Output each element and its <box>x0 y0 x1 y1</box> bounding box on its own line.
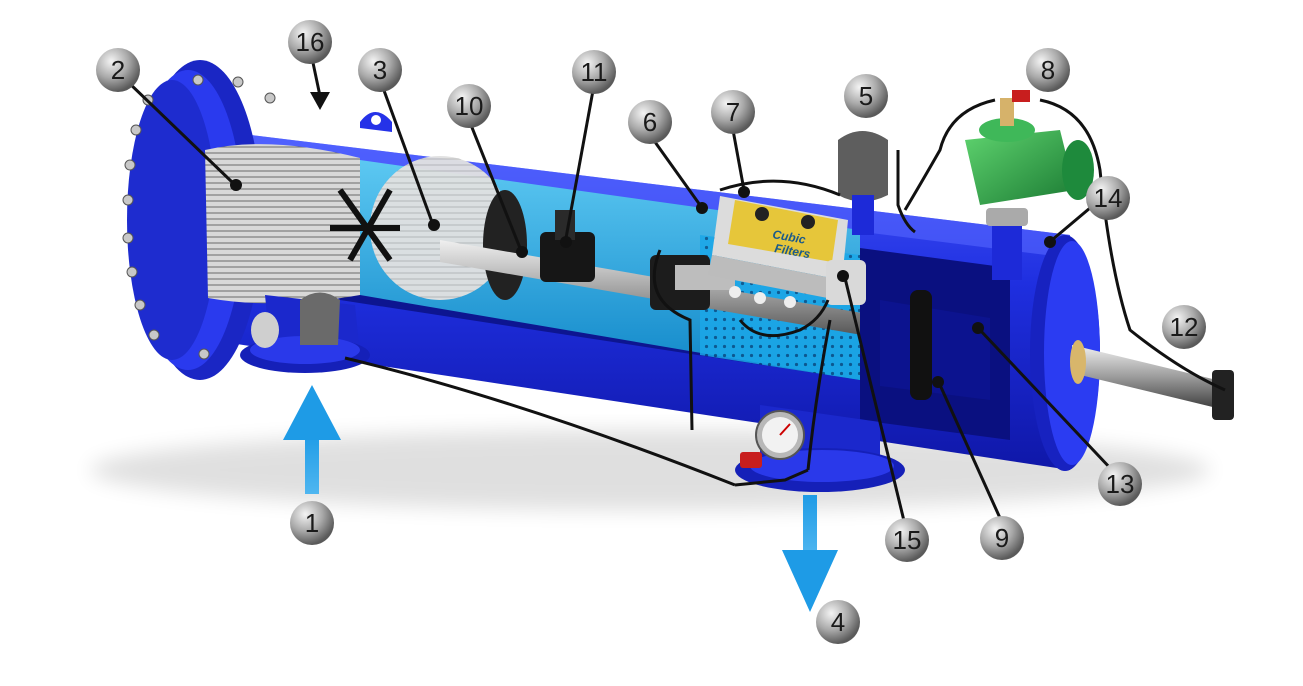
exhaust-valve <box>910 290 932 400</box>
outlet-flow-arrow <box>782 495 838 612</box>
callout-2: 2 <box>96 48 140 92</box>
callout-5: 5 <box>844 74 888 118</box>
callout-9-label: 9 <box>995 523 1009 553</box>
callout-10: 10 <box>447 84 491 128</box>
callout-6-label: 6 <box>643 107 657 137</box>
callout-12: 12 <box>1162 305 1206 349</box>
flushing-pipe <box>986 208 1028 280</box>
callout-16-arrow <box>310 57 330 110</box>
callout-3: 3 <box>358 48 402 92</box>
pressure-gauge <box>740 410 805 468</box>
callout-15-label: 15 <box>893 525 922 555</box>
callout-13-label: 13 <box>1106 469 1135 499</box>
callout-16-label: 16 <box>296 27 325 57</box>
controller-brand-line1: Cubic <box>771 227 807 247</box>
callout-4-label: 4 <box>831 607 845 637</box>
coarse-screen <box>205 144 360 304</box>
callout-11: 11 <box>572 50 616 94</box>
piston-rod <box>1070 340 1234 420</box>
hydraulic-tubing <box>344 98 1226 487</box>
filter-housing <box>122 60 1234 471</box>
inlet-flow-arrow <box>283 385 341 494</box>
controller-box: Cubic Filters <box>708 196 848 308</box>
callout-13: 13 <box>1098 462 1142 506</box>
callout-15: 15 <box>885 518 929 562</box>
rotor-blades <box>330 188 400 262</box>
callout-16: 16 <box>288 20 332 64</box>
controller-brand-line2: Filters <box>773 241 811 261</box>
callout-10-label: 10 <box>455 91 484 121</box>
ground-shadow <box>90 430 1210 510</box>
callout-5-label: 5 <box>859 81 873 111</box>
callout-8: 8 <box>1026 48 1070 92</box>
callout-14-label: 14 <box>1094 183 1123 213</box>
callout-1-label: 1 <box>305 508 319 538</box>
callout-6: 6 <box>628 100 672 144</box>
callout-leaders <box>126 80 1114 526</box>
callout-2-label: 2 <box>111 55 125 85</box>
hydraulic-flush-valve <box>965 90 1094 205</box>
callout-14: 14 <box>1086 176 1130 220</box>
callout-1: 1 <box>290 501 334 545</box>
callout-3-label: 3 <box>373 55 387 85</box>
callout-8-label: 8 <box>1041 55 1055 85</box>
callout-endpoints <box>230 179 1056 388</box>
callout-4: 4 <box>816 600 860 644</box>
callout-7-label: 7 <box>726 97 740 127</box>
pilot-valve <box>838 131 888 235</box>
pressure-regulator <box>251 292 340 348</box>
callout-11-label: 11 <box>581 57 608 87</box>
callout-12-label: 12 <box>1170 312 1199 342</box>
callout-7: 7 <box>711 90 755 134</box>
callout-9: 9 <box>980 516 1024 560</box>
